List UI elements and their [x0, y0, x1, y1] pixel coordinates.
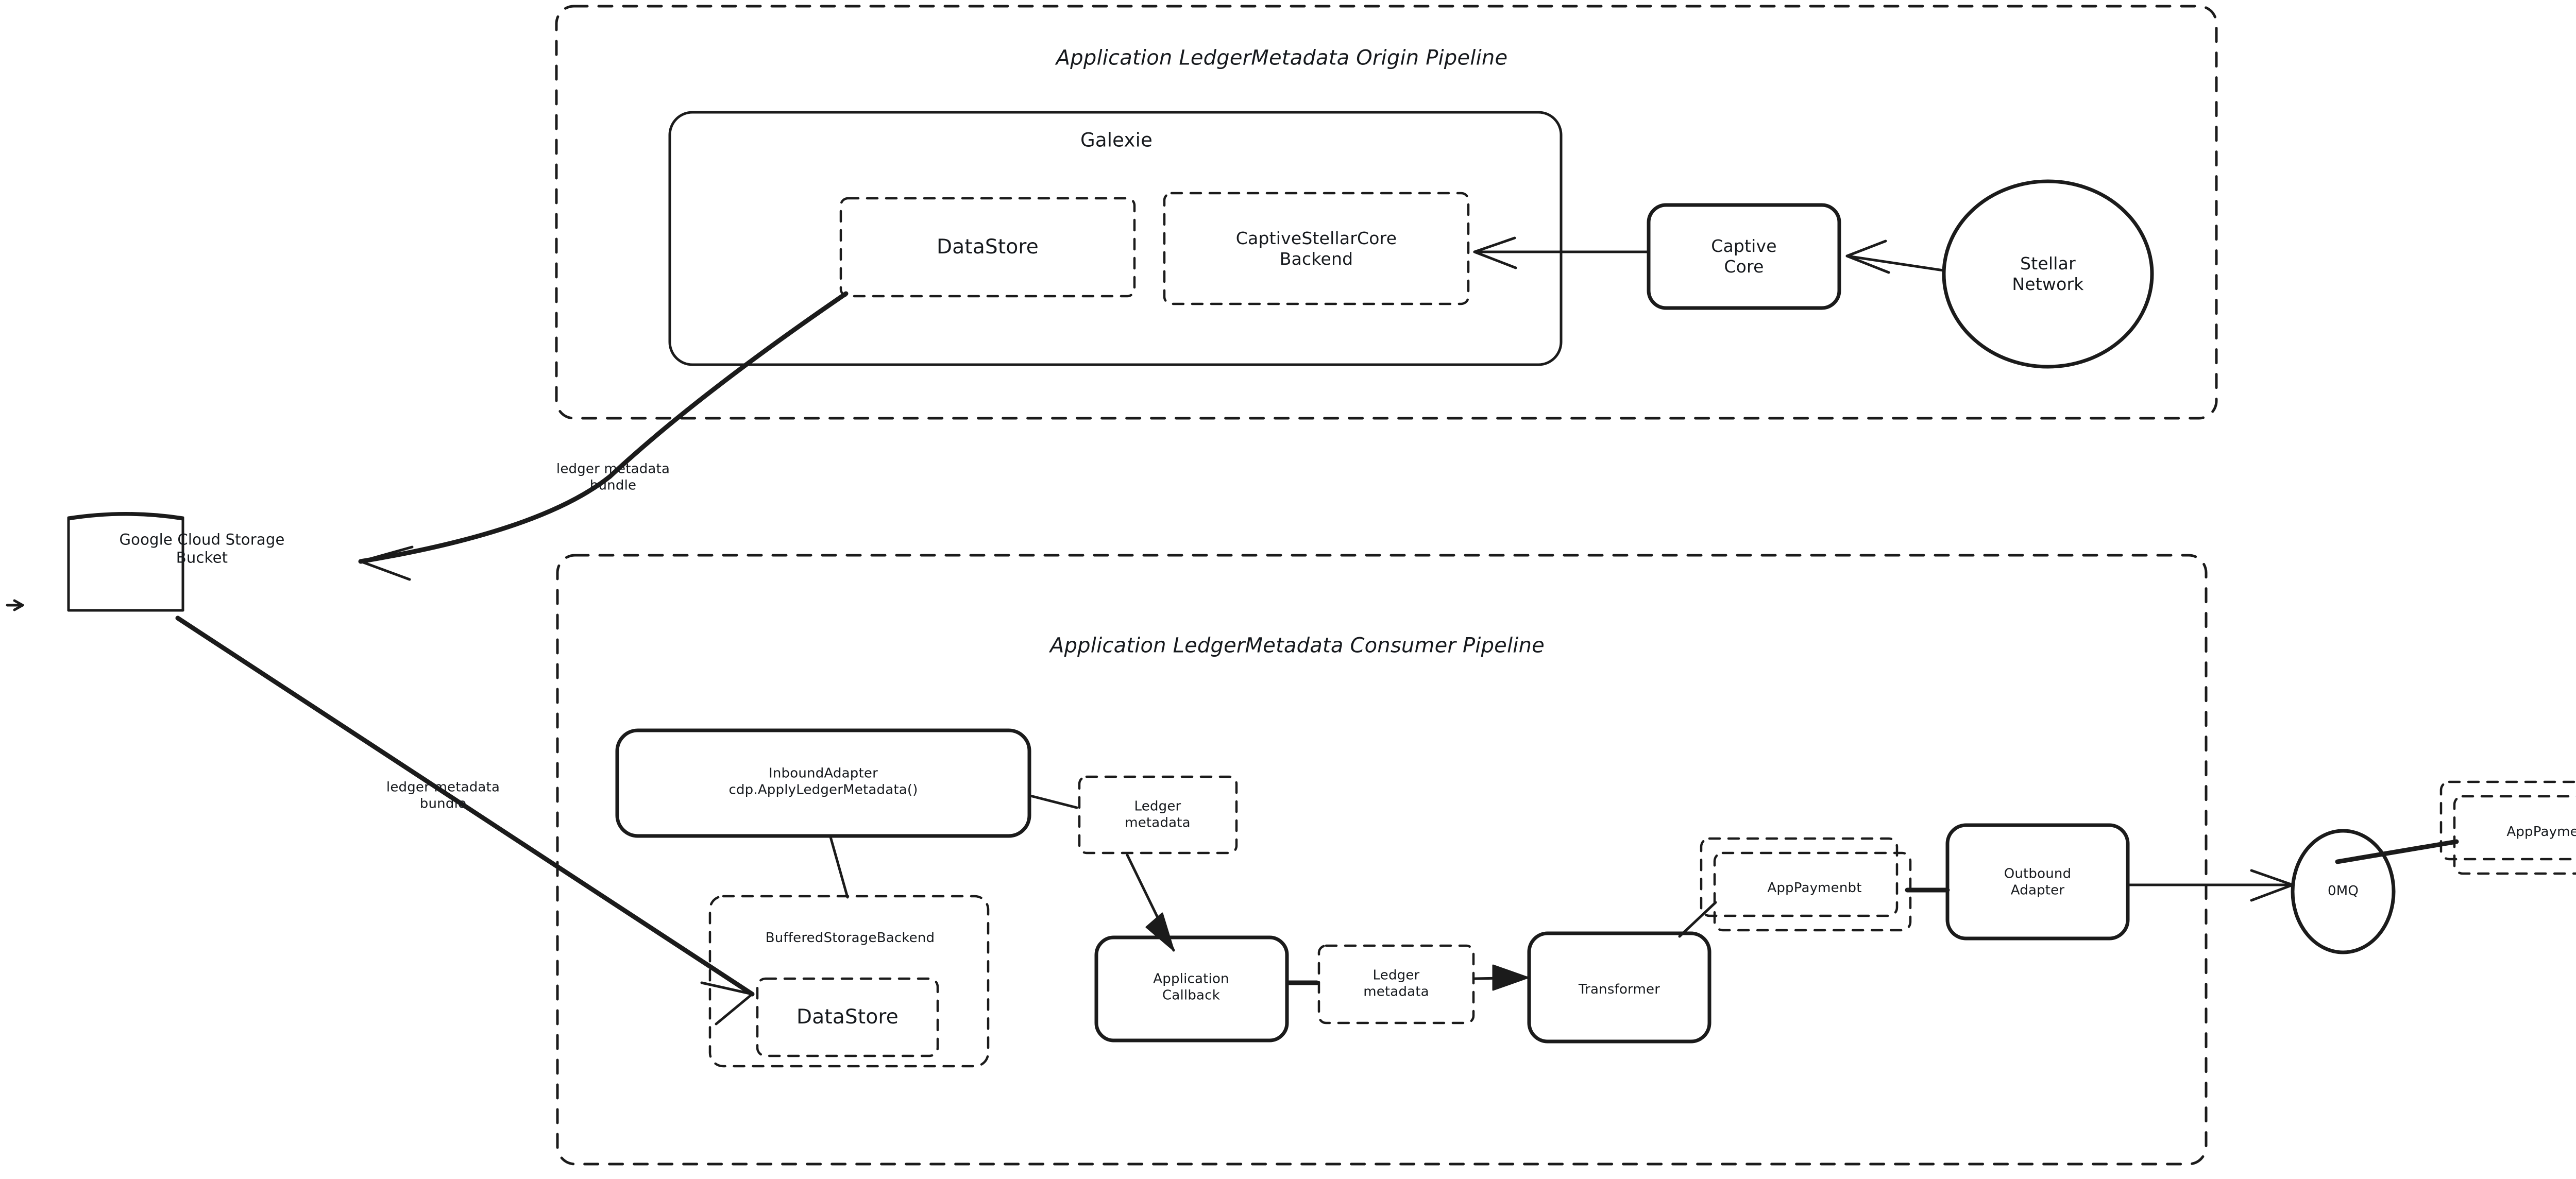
app-payment-1-outer-box[interactable] — [1700, 837, 1899, 917]
edge-inbound-to-ledger-metadata-1 — [1029, 794, 1078, 809]
edge-transformer-to-app-payment-1 — [1678, 901, 1717, 938]
captive-core-label: Captive Core — [1711, 235, 1777, 277]
edge-bucket-to-buffered-datastore — [175, 616, 755, 997]
edge-datastore-to-bucket-arrowhead — [359, 545, 414, 581]
origin-datastore-box[interactable] — [839, 197, 1136, 298]
buffered-storage-backend-label: BufferedStorageBackend — [765, 930, 935, 946]
gcs-bucket-shape[interactable] — [67, 512, 184, 612]
gcs-bucket-lid — [67, 513, 184, 521]
consumer-pipeline-boundary — [556, 554, 2208, 1166]
galexie-group-box[interactable] — [668, 111, 1563, 366]
edge-stellar-to-captive — [1845, 254, 1945, 272]
captive-stellar-core-backend-box[interactable] — [1163, 192, 1470, 305]
transformer-label: Transformer — [1578, 982, 1660, 998]
outbound-adapter-box[interactable] — [1945, 823, 2130, 941]
stellar-network-ellipse[interactable] — [1942, 179, 2154, 369]
edge-label-ledger-metadata-bundle-top: ledger metadata bundle — [556, 461, 670, 493]
app-payment-2-label: AppPaymenbt — [2506, 824, 2576, 840]
outbound-adapter-label: Outbound Adapter — [2004, 866, 2072, 898]
application-callback-label: Application Callback — [1153, 971, 1229, 1003]
buffered-datastore-label: DataStore — [796, 1005, 899, 1029]
ledger-metadata-1-label: Ledger metadata — [1125, 798, 1191, 830]
origin-pipeline-boundary — [555, 5, 2218, 420]
edge-label-ledger-metadata-bundle-bottom: ledger metadata bundle — [386, 779, 500, 811]
stellar-network-label: Stellar Network — [2012, 253, 2084, 294]
buffered-datastore-box[interactable] — [756, 977, 939, 1057]
galexie-title: Galexie — [1080, 129, 1153, 151]
left-input-stub-arrowhead — [13, 599, 24, 611]
zeromq-label: 0MQ — [2327, 883, 2359, 899]
consumer-pipeline-title: Application LedgerMetadata Consumer Pipe… — [1050, 634, 1545, 658]
app-payment-1-label: AppPaymenbt — [1767, 880, 1862, 896]
edge-stellar-to-captive-arrowhead — [1845, 240, 1890, 274]
inbound-adapter-label: InboundAdapter cdp.ApplyLedgerMetadata() — [728, 765, 918, 797]
edge-captive-to-backend-arrowhead — [1473, 236, 1517, 269]
edge-zeromq-to-app-payment-2 — [2335, 839, 2459, 864]
edge-inbound-to-buffered — [829, 835, 849, 899]
edge-ledger-metadata-1-to-callback-arrowhead — [1145, 912, 1175, 951]
zeromq-ellipse[interactable] — [2291, 829, 2396, 954]
ledger-metadata-2-label: Ledger metadata — [1363, 967, 1429, 999]
origin-datastore-label: DataStore — [937, 235, 1039, 259]
ledger-metadata-2-box[interactable] — [1317, 944, 1475, 1024]
edge-ledger-metadata-2-to-transformer-arrowhead — [1492, 964, 1529, 991]
edge-bucket-to-buffered-datastore-arrowhead — [700, 981, 754, 1026]
application-callback-box[interactable] — [1094, 935, 1289, 1043]
gcs-bucket-label: Google Cloud Storage Bucket — [119, 531, 285, 567]
edge-datastore-to-bucket — [358, 291, 849, 564]
captive-stellar-core-backend-label: CaptiveStellarCore Backend — [1235, 228, 1397, 269]
transformer-box[interactable] — [1527, 931, 1711, 1044]
buffered-storage-backend-box[interactable] — [708, 895, 990, 1068]
gcs-bucket-body — [67, 519, 184, 612]
captive-core-box[interactable] — [1647, 203, 1841, 310]
inbound-adapter-box[interactable] — [615, 728, 1031, 838]
origin-pipeline-title: Application LedgerMetadata Origin Pipeli… — [1056, 46, 1508, 70]
edge-outbound-to-zeromq-arrowhead — [2250, 869, 2294, 902]
app-payment-2-outer-box[interactable] — [2439, 780, 2576, 861]
